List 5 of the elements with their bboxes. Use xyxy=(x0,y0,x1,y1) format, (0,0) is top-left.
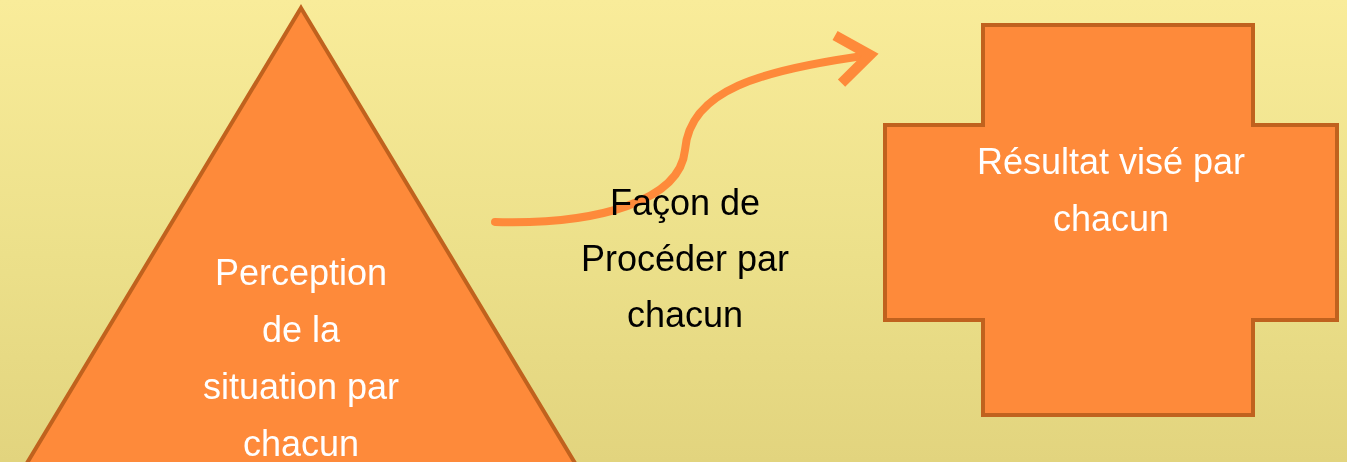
curved-arrow xyxy=(491,30,876,227)
node-text: Perception de la situation par chacun xyxy=(201,251,401,462)
node-text: Résultat visé par chacun xyxy=(975,140,1247,241)
edge-label: Façon de Procéder par chacun xyxy=(579,181,791,337)
cross-shape xyxy=(885,25,1337,415)
